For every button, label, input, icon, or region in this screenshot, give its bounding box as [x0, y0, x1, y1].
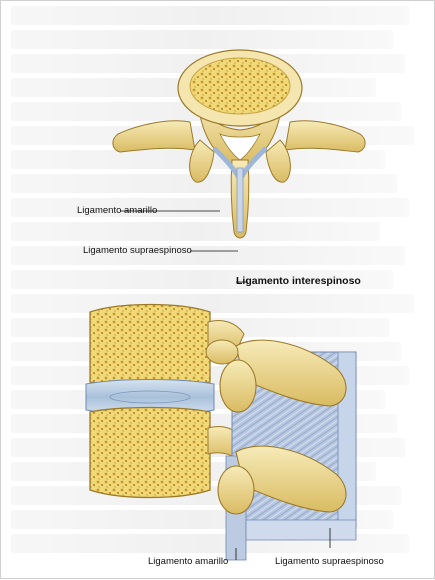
- label-ligamento-interespinoso: Ligamento interespinoso: [236, 276, 361, 287]
- supraspinous-ligament-top: [237, 168, 243, 232]
- label-ligamento-amarillo-top: Ligamento amarillo: [77, 206, 157, 216]
- right-transverse-process: [285, 121, 365, 152]
- lower-vertebral-body: [90, 408, 210, 498]
- label-ligamento-supraespinoso-top: Ligamento supraespinoso: [83, 246, 192, 256]
- upper-vertebral-body: [90, 305, 210, 387]
- label-ligamento-supraespinoso-bottom: Ligamento supraespinoso: [275, 557, 384, 567]
- left-transverse-process: [113, 121, 195, 152]
- lateral-vertebrae: [86, 305, 356, 561]
- label-ligamento-amarillo-bottom: Ligamento amarillo: [148, 557, 228, 567]
- lower-articular-process: [218, 466, 254, 514]
- upper-articular-process: [220, 360, 256, 412]
